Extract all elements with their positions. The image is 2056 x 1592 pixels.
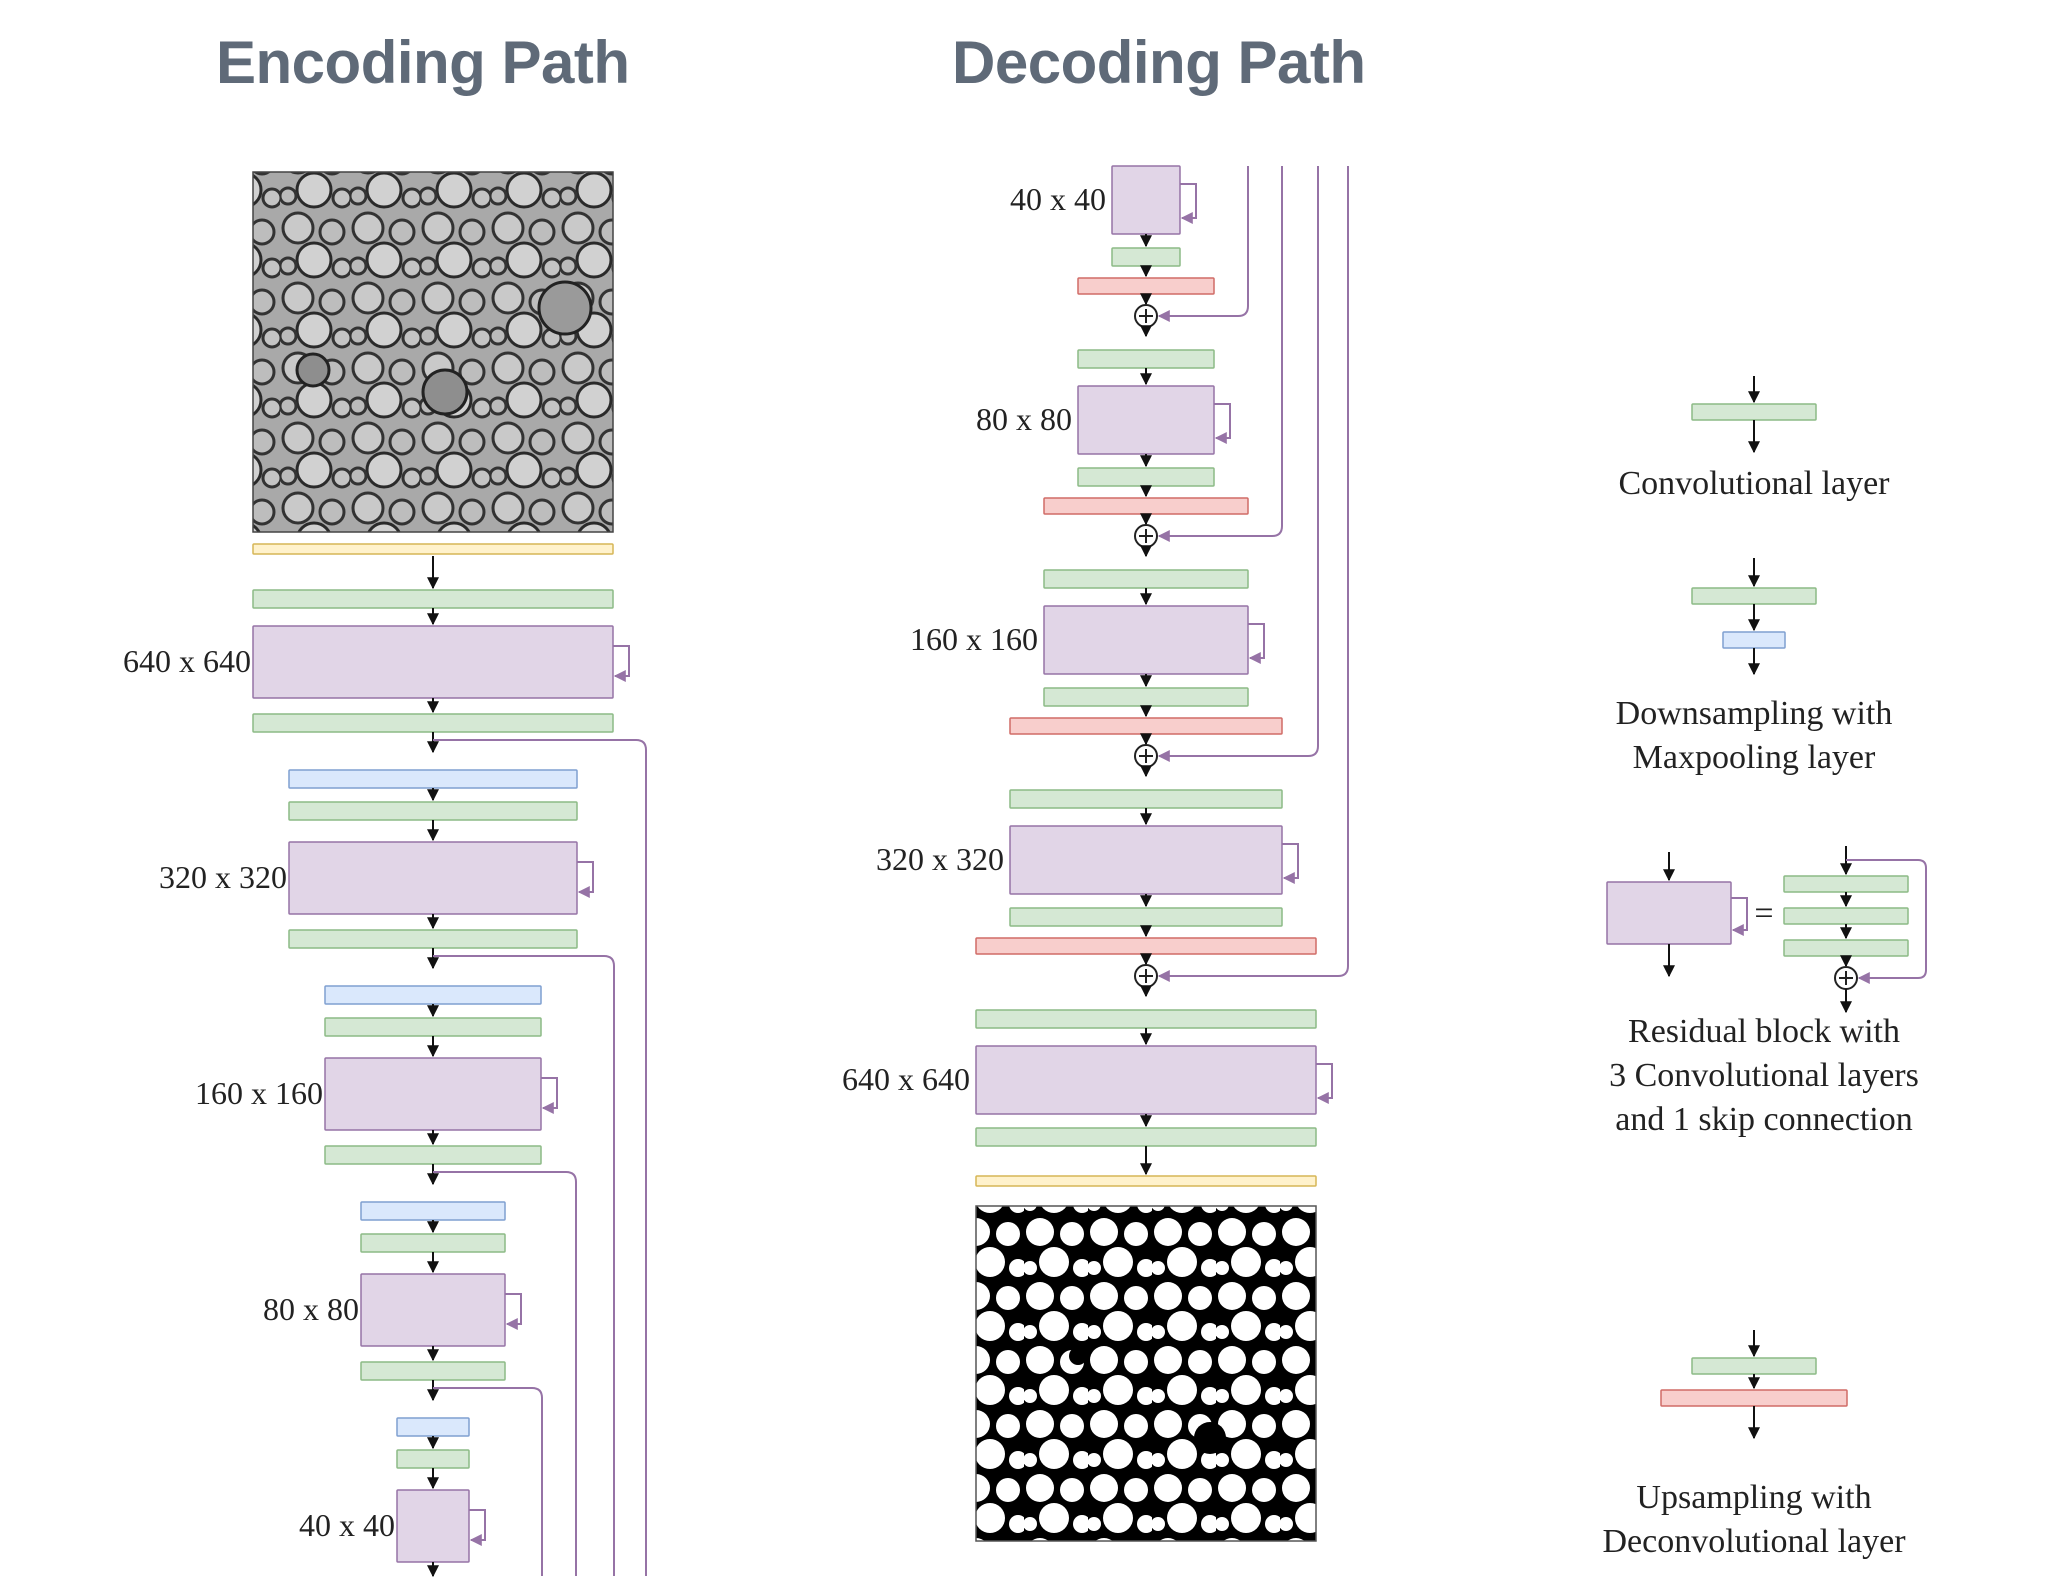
conv-layer <box>975 1009 1317 1029</box>
skip-connection <box>433 739 647 1576</box>
residual-block <box>1009 825 1283 895</box>
residual-skip-arrow <box>469 1509 486 1546</box>
conv-layer <box>975 1127 1317 1147</box>
conv-layer <box>252 713 614 733</box>
legend-text: Deconvolutional layer <box>1602 1523 1906 1560</box>
legend-text: and 1 skip connection <box>1615 1101 1912 1138</box>
legend-conv-bar <box>1691 587 1817 605</box>
resolution-label: 320 x 320 <box>876 841 1004 877</box>
skip-connection <box>433 955 615 1576</box>
legend-skip-connection <box>1846 859 1927 984</box>
conv-layer <box>324 1017 542 1037</box>
residual-skip-arrow <box>1180 183 1197 224</box>
sum-node <box>1134 304 1158 328</box>
output-layer <box>975 1175 1317 1187</box>
residual-block <box>288 841 578 915</box>
residual-block <box>324 1057 542 1131</box>
encoding-path-title: Encoding Path <box>216 29 630 96</box>
resolution-label: 40 x 40 <box>299 1507 395 1543</box>
conv-layer <box>396 1449 470 1469</box>
legend-text: Convolutional layer <box>1618 465 1890 502</box>
residual-skip-arrow <box>613 645 630 682</box>
legend-text: Residual block with <box>1628 1013 1900 1050</box>
output-image <box>975 1205 1317 1542</box>
resolution-label: 40 x 40 <box>1010 181 1106 217</box>
maxpool-layer <box>360 1201 506 1221</box>
residual-skip-arrow <box>1282 843 1299 884</box>
input-layer <box>252 543 614 555</box>
sum-node <box>1134 524 1158 548</box>
legend-deconv-bar <box>1660 1389 1848 1407</box>
residual-skip-arrow <box>577 861 594 898</box>
legend-res-block <box>1606 881 1732 945</box>
residual-block <box>1077 385 1215 455</box>
residual-block <box>975 1045 1317 1115</box>
sum-node <box>1134 744 1158 768</box>
conv-layer <box>288 929 578 949</box>
legend-conv-bar <box>1691 1357 1817 1375</box>
resolution-label: 80 x 80 <box>263 1291 359 1327</box>
legend-text: Downsampling with <box>1616 695 1893 732</box>
deconv-layer <box>975 937 1317 955</box>
skip-connection <box>1157 166 1283 542</box>
deconv-layer <box>1043 497 1249 515</box>
conv-layer <box>360 1361 506 1381</box>
residual-block <box>1043 605 1249 675</box>
legend-conv-bar <box>1783 875 1909 893</box>
skip-connection <box>1157 166 1349 982</box>
conv-layer <box>1009 789 1283 809</box>
residual-skip-arrow <box>1316 1063 1333 1104</box>
legend-conv-bar <box>1783 939 1909 957</box>
resolution-label: 160 x 160 <box>195 1075 323 1111</box>
maxpool-layer <box>324 985 542 1005</box>
conv-layer <box>1111 247 1181 267</box>
residual-skip-arrow <box>1731 897 1748 936</box>
conv-layer <box>1043 569 1249 589</box>
legend-pool-bar <box>1722 631 1786 649</box>
maxpool-layer <box>288 769 578 789</box>
conv-layer <box>1009 907 1283 927</box>
decoding-path-title: Decoding Path <box>952 29 1366 96</box>
legend-text: Upsampling with <box>1636 1479 1871 1516</box>
deconv-layer <box>1077 277 1215 295</box>
conv-layer <box>1077 467 1215 487</box>
skip-connection <box>1157 166 1319 762</box>
sum-node <box>1834 966 1858 990</box>
legend-text: Maxpooling layer <box>1633 739 1876 776</box>
legend-conv-bar <box>1691 403 1817 421</box>
resolution-label: 160 x 160 <box>910 621 1038 657</box>
residual-skip-arrow <box>1214 403 1231 444</box>
residual-skip-arrow <box>505 1293 522 1330</box>
maxpool-layer <box>396 1417 470 1437</box>
resolution-label: 80 x 80 <box>976 401 1072 437</box>
encoding-path: 640 x 640 320 x 320 160 x 160 80 x 80 40 x 4… <box>123 543 647 1578</box>
residual-block <box>1111 165 1181 235</box>
residual-block <box>360 1273 506 1347</box>
conv-layer <box>1077 349 1215 369</box>
skip-connection <box>433 1171 577 1576</box>
sum-node <box>1134 964 1158 988</box>
skip-connection <box>1157 166 1249 322</box>
skip-connection <box>433 1387 543 1576</box>
input-image <box>252 171 614 533</box>
residual-block <box>252 625 614 699</box>
deconv-layer <box>1009 717 1283 735</box>
residual-skip-arrow <box>541 1077 558 1114</box>
resolution-label: 640 x 640 <box>123 643 251 679</box>
resolution-label: 320 x 320 <box>159 859 287 895</box>
legend-equals: = <box>1754 895 1773 932</box>
conv-layer <box>360 1233 506 1253</box>
residual-block <box>396 1489 470 1563</box>
conv-layer <box>324 1145 542 1165</box>
residual-skip-arrow <box>1248 623 1265 664</box>
legend-conv-bar <box>1783 907 1909 925</box>
decoding-path: 40 x 40 80 x 80 160 x 160 320 x 320 640 x 64… <box>842 165 1349 1187</box>
resolution-label: 640 x 640 <box>842 1061 970 1097</box>
conv-layer <box>288 801 578 821</box>
legend-text: 3 Convolutional layers <box>1609 1057 1919 1094</box>
conv-layer <box>252 589 614 609</box>
conv-layer <box>1043 687 1249 707</box>
